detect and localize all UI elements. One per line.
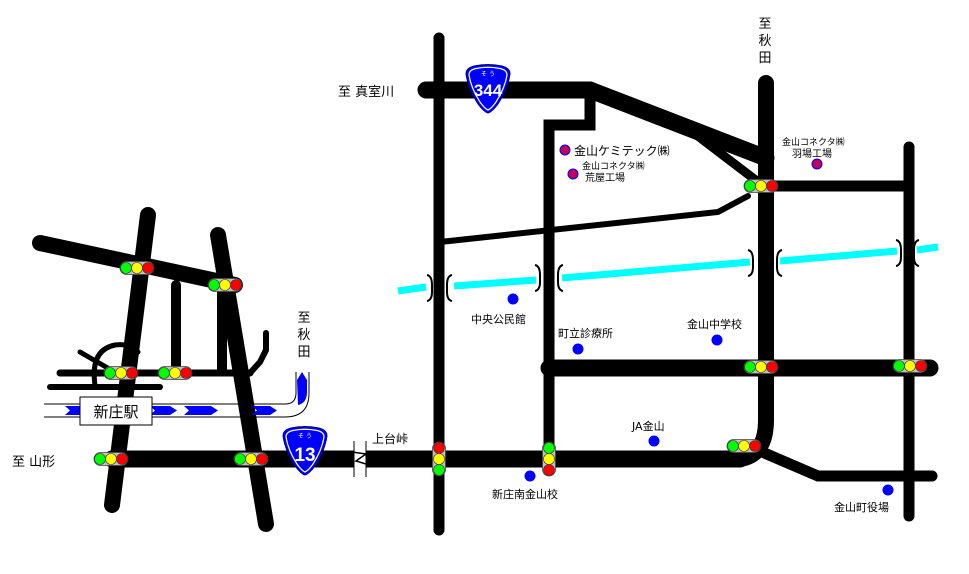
traffic-signal	[743, 179, 779, 193]
traffic-signal	[542, 441, 556, 477]
rail-arrow	[297, 372, 307, 405]
facility-marker-icon	[507, 293, 519, 305]
traffic-signal	[119, 261, 155, 275]
station[interactable]: 新庄駅	[79, 396, 153, 426]
poi-choritsu-shinryojo[interactable]: 町立診療所	[558, 326, 613, 355]
direction-mamurogawa: 至 真室川	[338, 84, 394, 100]
factory-marker-icon	[559, 144, 571, 156]
svg-text:田: 田	[297, 345, 310, 360]
poi-kaneyama-chugakko[interactable]: 金山中学校	[687, 317, 742, 346]
facility-marker-icon	[648, 435, 660, 447]
road-break	[351, 441, 368, 477]
rail-arrow	[150, 406, 177, 415]
factory-marker-icon	[811, 158, 823, 170]
svg-text:秋: 秋	[297, 328, 310, 343]
svg-text:金山町役場: 金山町役場	[834, 500, 889, 514]
factory-marker-icon	[567, 168, 579, 180]
traffic-signal	[233, 452, 269, 466]
traffic-signal	[157, 366, 193, 380]
route-shield-13: そ う 13	[282, 425, 328, 476]
route-kana: そ う	[481, 71, 495, 78]
traffic-signal	[726, 439, 762, 453]
poi-kaneyama-connector-araya[interactable]: 金山コネクタ㈱ 荒屋工場	[567, 160, 645, 184]
poi-ja-kaneyama[interactable]: JA金山	[631, 419, 665, 447]
rail-arrow	[184, 406, 218, 415]
poi-chuo-kominkan[interactable]: 中央公民館	[471, 293, 526, 327]
route-number: 344	[474, 81, 503, 100]
svg-text:至: 至	[758, 17, 771, 32]
place-kamidaitouge: 上台峠	[372, 431, 408, 446]
svg-text:金山中学校: 金山中学校	[687, 317, 742, 331]
route-kana: そ う	[298, 433, 312, 440]
railway	[44, 372, 310, 418]
svg-text:町立診療所: 町立診療所	[558, 326, 613, 340]
direction-akita-right: 至 秋 田	[758, 17, 771, 66]
rail-arrow	[252, 406, 277, 415]
traffic-signal	[207, 278, 243, 292]
facility-marker-icon	[572, 343, 584, 355]
svg-text:荒屋工場: 荒屋工場	[585, 171, 625, 184]
traffic-signal	[103, 366, 139, 380]
traffic-signal	[892, 359, 928, 373]
shinjo-roads	[32, 207, 371, 532]
svg-text:秋: 秋	[758, 34, 771, 49]
facility-marker-icon	[882, 484, 894, 496]
river	[397, 239, 939, 302]
svg-text:金山コネクタ㈱: 金山コネクタ㈱	[782, 136, 845, 148]
direction-akita-left: 至 秋 田	[297, 311, 310, 360]
station-name: 新庄駅	[93, 403, 138, 421]
svg-text:至: 至	[297, 311, 310, 326]
svg-text:羽場工場: 羽場工場	[792, 147, 832, 160]
traffic-signal	[432, 441, 446, 477]
poi-kaneyama-connector-haba[interactable]: 金山コネクタ㈱ 羽場工場	[782, 136, 845, 170]
traffic-signal	[743, 360, 779, 374]
traffic-signal	[93, 452, 129, 466]
route-shield-344: そ う 344	[465, 63, 511, 114]
facility-marker-icon	[711, 334, 723, 346]
direction-yamagata: 至 山形	[12, 455, 55, 470]
svg-text:中央公民館: 中央公民館	[471, 312, 526, 326]
svg-text:JA金山: JA金山	[631, 419, 665, 433]
svg-text:金山ケミテック㈱: 金山ケミテック㈱	[574, 143, 670, 158]
svg-text:田: 田	[758, 51, 771, 66]
svg-text:新庄南金山校: 新庄南金山校	[492, 487, 558, 501]
bridge-marks	[426, 239, 920, 302]
route-number: 13	[294, 445, 315, 466]
poi-shinjo-minami-kaneyama[interactable]: 新庄南金山校	[492, 470, 558, 502]
poi-kaneyama-chemitec[interactable]: 金山ケミテック㈱	[559, 143, 670, 158]
svg-text:金山コネクタ㈱: 金山コネクタ㈱	[582, 160, 645, 172]
facility-marker-icon	[524, 470, 536, 482]
poi-kaneyama-town-office[interactable]: 金山町役場	[834, 484, 894, 515]
traffic-signals	[93, 179, 928, 477]
